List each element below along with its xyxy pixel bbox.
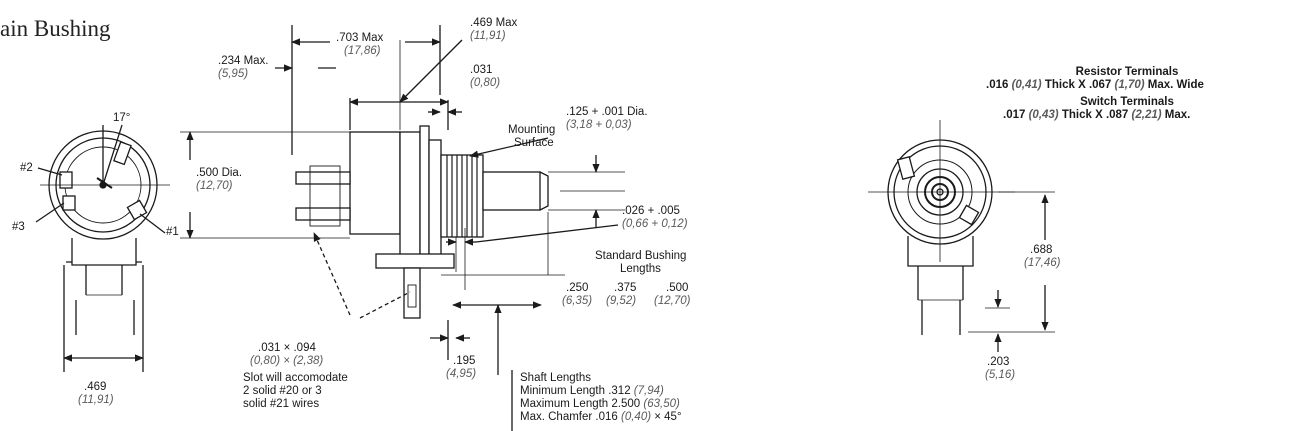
section-heading: ain Bushing [0,16,111,41]
dim-026-mm: (0,66 + 0,12) [622,218,688,230]
shaft-lengths-title: Shaft Lengths [520,372,591,384]
dim-031-mm: (0,80) [470,77,501,89]
resistor-terminals-title: Resistor Terminals [1075,66,1179,78]
terminal-2-label: #2 [20,162,33,174]
slot-dims-mm: (0,80) × (2,38) [250,355,324,367]
dim-469-in: .469 Max [470,17,518,29]
dim-688-mm: (17,46) [1024,257,1061,269]
shaft-dia-in: .125 + .001 Dia. [566,106,648,118]
mounting-label-2: Surface [514,137,554,149]
mounting-label-1: Mounting [508,124,556,136]
slot-note-1: Slot will accomodate [243,372,348,384]
dim-195-in: .195 [453,355,476,367]
dim-203-mm: (5,16) [985,369,1016,381]
rear-view [868,120,1055,352]
slot-dims-in: .031 × .094 [258,342,316,354]
bushing-length-1-mm: (6,35) [562,295,593,307]
switch-terminals-spec: .017 (0,43) Thick X .087 (2,21) Max. [1003,109,1191,121]
dim-234-in: .234 Max. [218,55,269,67]
dim-234-mm: (5,95) [218,68,249,80]
bushing-title-1: Standard Bushing [595,250,687,262]
terminal-3-label: #3 [12,221,25,233]
slot-note-3: solid #21 wires [243,398,320,410]
bushing-length-2-mm: (9,52) [606,295,637,307]
front-width-in: .469 [84,381,107,393]
bushing-length-3-in: .500 [666,282,689,294]
dim-469-mm: (11,91) [470,30,506,42]
dim-031-in: .031 [470,64,493,76]
side-view [180,25,625,431]
body-dia-mm: (12,70) [196,180,233,192]
slot-note-2: 2 solid #20 or 3 [243,385,322,397]
resistor-terminals-spec: .016 (0,41) Thick X .067 (1,70) Max. Wid… [986,79,1204,91]
shaft-dia-mm: (3,18 + 0,03) [566,119,632,131]
shaft-min-length: Minimum Length .312 (7,94) [520,385,664,397]
body-dia-in: .500 Dia. [196,167,243,179]
front-width-mm: (11,91) [78,394,114,406]
bushing-length-1-in: .250 [566,282,589,294]
bushing-length-3-mm: (12,70) [654,295,691,307]
shaft-max-length: Maximum Length 2.500 (63,50) [520,398,680,410]
bushing-title-2: Lengths [620,263,661,275]
dim-703-in: .703 Max [336,32,384,44]
dim-026-in: .026 + .005 [622,205,680,217]
terminal-1-label: #1 [166,226,179,238]
bushing-length-2-in: .375 [614,282,637,294]
max-chamfer: Max. Chamfer .016 (0,40) × 45° [520,411,682,423]
switch-terminals-title: Switch Terminals [1080,96,1174,108]
dim-688-in: .688 [1030,244,1053,256]
dim-195-mm: (4,95) [446,368,477,380]
angle-label: 17° [113,112,131,124]
dim-203-in: .203 [987,356,1010,368]
front-view [35,124,170,372]
dim-703-mm: (17,86) [344,45,381,57]
